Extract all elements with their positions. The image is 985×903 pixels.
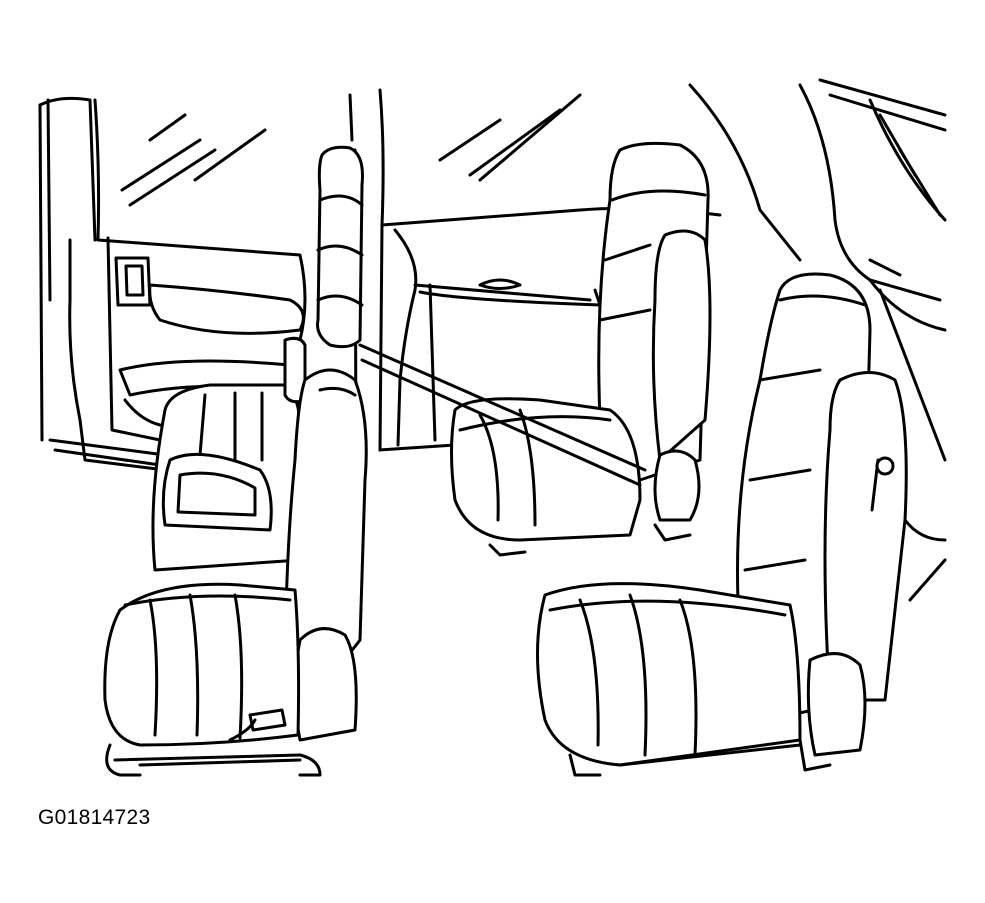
seat-belt [358,343,647,487]
rear-right-seat [450,141,712,557]
rear-door-panel [393,228,602,447]
front-left-seat [103,145,368,777]
rear-left-seat [151,336,307,572]
rear-window [438,93,582,182]
figure-id-label: G01814723 [38,806,151,829]
front-right-seat [536,272,908,777]
right-body [688,78,947,602]
